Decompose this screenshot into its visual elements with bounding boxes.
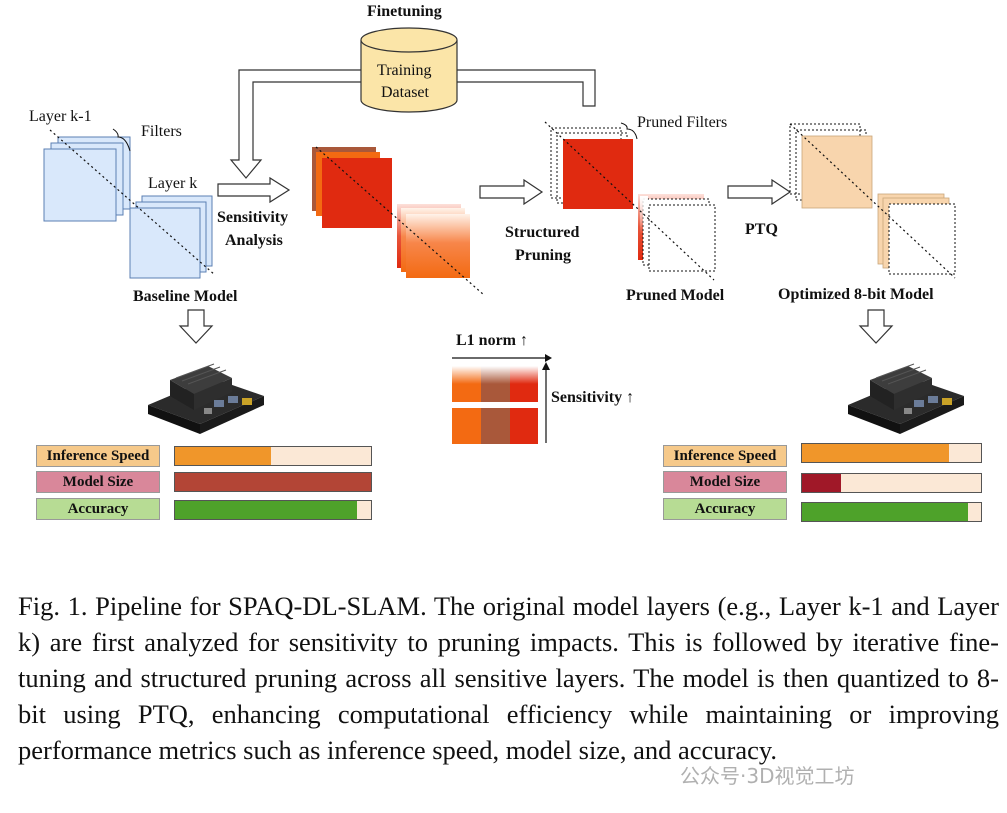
training-dataset-label-line1: Training xyxy=(377,62,432,79)
down-arrow-baseline xyxy=(178,309,214,344)
pruned-diagonal xyxy=(544,121,715,281)
caption-text: Fig. 1. Pipeline for SPAQ-DL-SLAM. The o… xyxy=(18,591,999,765)
legend-strips xyxy=(452,354,552,444)
sensitivity-analysis-label-line2: Analysis xyxy=(225,232,283,249)
metric-fill xyxy=(802,474,842,492)
figure-caption: Fig. 1. Pipeline for SPAQ-DL-SLAM. The o… xyxy=(18,588,999,768)
sensitivity-legend-label: Sensitivity ↑ xyxy=(551,389,635,406)
metric-bar-accuracy-optimized xyxy=(801,502,982,522)
pipeline-diagram xyxy=(43,27,964,444)
l1-norm-label: L1 norm ↑ xyxy=(456,332,528,349)
metric-bar-inference-speed-baseline xyxy=(174,446,372,466)
optimized-layer-k xyxy=(877,193,956,275)
pruned-filters-brace xyxy=(620,122,638,140)
pruned-layer-k xyxy=(638,194,716,272)
arrow-to-ptq xyxy=(727,178,792,206)
metric-fill xyxy=(802,444,949,462)
baseline-model-label: Baseline Model xyxy=(133,288,238,305)
edge-device-optimized xyxy=(848,363,964,434)
metric-label-accuracy-baseline: Accuracy xyxy=(36,498,160,520)
training-dataset-label-line2: Dataset xyxy=(381,84,429,101)
metric-fill xyxy=(175,447,272,465)
layer-k-1-label: Layer k-1 xyxy=(29,108,92,125)
pruned-model-label: Pruned Model xyxy=(626,287,725,304)
baseline-diagonal xyxy=(49,129,216,276)
metric-label-inference-speed-baseline: Inference Speed xyxy=(36,445,160,467)
metric-label-inference-speed-optimized: Inference Speed xyxy=(663,445,787,467)
structured-pruning-label-line2: Pruning xyxy=(515,247,572,264)
ptq-label: PTQ xyxy=(745,221,778,238)
finetuning-label: Finetuning xyxy=(367,3,442,20)
edge-device-baseline xyxy=(148,363,264,434)
metric-bar-model-size-baseline xyxy=(174,472,372,492)
layer-k-label: Layer k xyxy=(148,175,198,192)
layer-k-1-filters xyxy=(43,136,131,222)
metric-label-model-size-baseline: Model Size xyxy=(36,471,160,493)
metric-label-model-size-optimized: Model Size xyxy=(663,471,787,493)
arrow-to-pruning xyxy=(479,178,544,206)
sensitivity-analysis-label-line1: Sensitivity xyxy=(217,209,289,226)
training-dataset-cylinder xyxy=(360,27,458,113)
down-arrow-optimized xyxy=(858,309,894,344)
optimized-model-label: Optimized 8-bit Model xyxy=(778,286,934,303)
watermark: 公众号·3D视觉工坊 xyxy=(680,764,855,788)
pruned-layer-k-1 xyxy=(550,127,633,209)
metric-bar-inference-speed-optimized xyxy=(801,443,982,463)
metric-fill xyxy=(175,501,358,519)
pruned-filters-label: Pruned Filters xyxy=(637,114,728,131)
optimized-layer-k-1 xyxy=(789,123,873,209)
metric-label-accuracy-optimized: Accuracy xyxy=(663,498,787,520)
sensitivity-layer-k-1 xyxy=(312,147,392,228)
sensitivity-layer-k xyxy=(397,204,470,278)
structured-pruning-label-line1: Structured xyxy=(505,224,580,241)
filters-brace xyxy=(112,128,131,152)
finetuning-loop-arrows xyxy=(229,69,596,179)
arrow-to-sensitivity xyxy=(217,176,291,204)
metric-bar-accuracy-baseline xyxy=(174,500,372,520)
metric-bar-model-size-optimized xyxy=(801,473,982,493)
filters-label: Filters xyxy=(141,123,182,140)
metric-fill xyxy=(802,503,969,521)
sensitivity-diagonal xyxy=(315,146,485,296)
metric-fill xyxy=(175,473,371,491)
